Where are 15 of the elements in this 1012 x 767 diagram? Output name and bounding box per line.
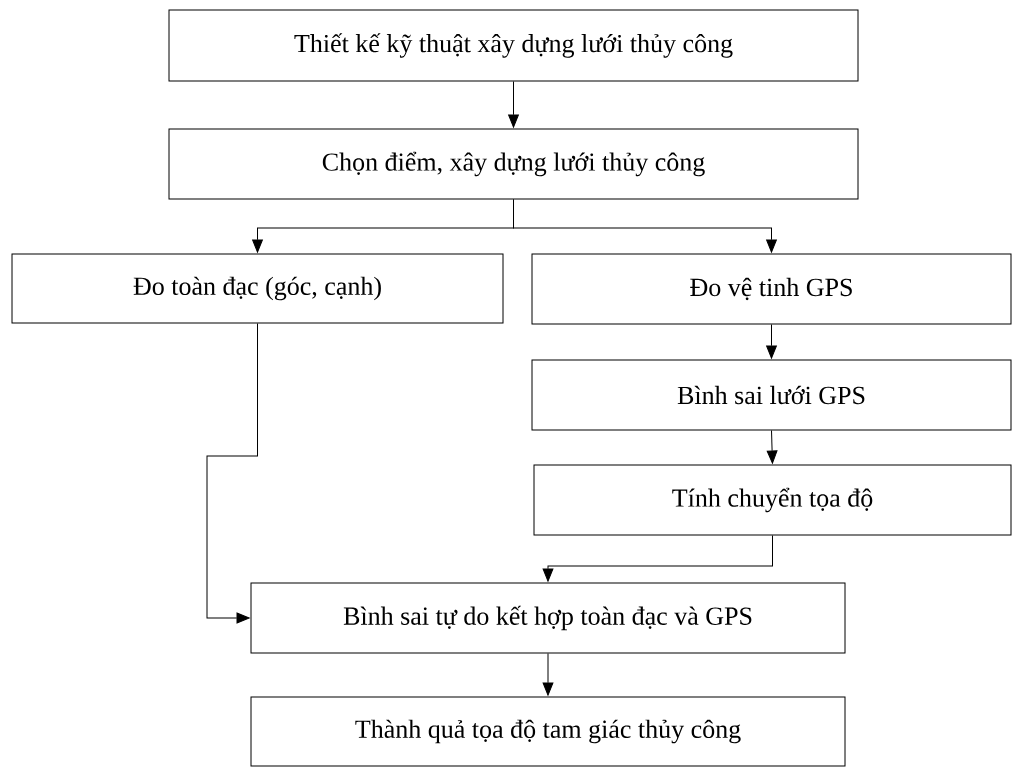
arrow — [508, 81, 519, 128]
arrow — [542, 653, 554, 696]
arrow — [206, 323, 258, 624]
process-box: Đo toàn đạc (góc, cạnh) — [11, 253, 504, 324]
process-box: Thành quả tọa độ tam giác thủy công — [250, 696, 846, 767]
process-box: Tính chuyển tọa độ — [533, 464, 1012, 536]
arrow — [542, 535, 773, 582]
process-box: Bình sai tự do kết hợp toàn đạc và GPS — [250, 582, 846, 654]
process-box: Bình sai lưới GPS — [531, 359, 1012, 431]
arrow — [766, 430, 778, 464]
arrow — [513, 199, 777, 253]
process-box: Thiết kế kỹ thuật xây dựng lưới thủy công — [168, 9, 859, 82]
process-box: Chọn điểm, xây dựng lưới thủy công — [168, 128, 859, 200]
arrow — [766, 324, 777, 359]
process-box: Đo vệ tinh GPS — [531, 253, 1012, 325]
